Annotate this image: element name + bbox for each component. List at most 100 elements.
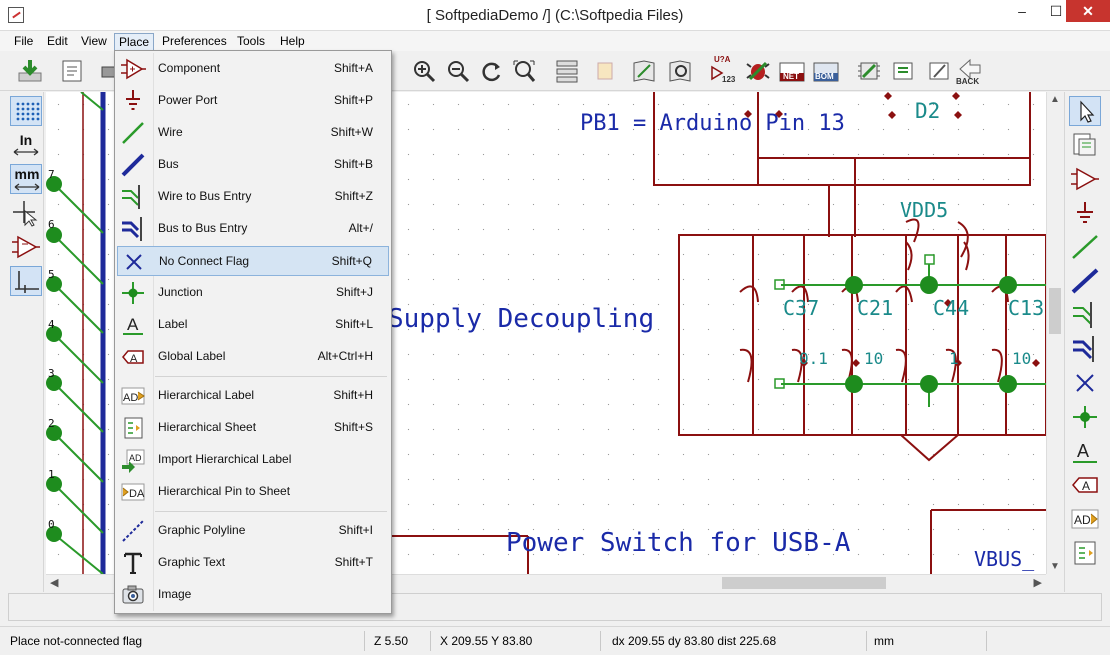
title-bar: [ SoftpediaDemo /] (C:\Softpedia Files) … — [0, 0, 1110, 31]
c37-reference[interactable]: C37 — [783, 296, 820, 320]
menu-item-global-label[interactable]: A Global Label Alt+Ctrl+H — [117, 342, 389, 372]
grid-toggle-icon[interactable] — [10, 96, 42, 126]
zoom-in-icon[interactable] — [410, 57, 438, 85]
hierarchy-push-icon[interactable] — [1069, 130, 1101, 160]
cursor-shape-icon[interactable] — [10, 198, 42, 228]
svg-text:DA: DA — [129, 488, 145, 500]
annotate-icon[interactable]: U?A 123 — [711, 55, 736, 84]
page-settings-icon[interactable] — [58, 57, 86, 85]
c13-reference[interactable]: C13 — [1008, 296, 1045, 320]
menu-tools[interactable]: Tools — [237, 34, 266, 48]
place-wire-bus-entry-icon[interactable] — [1069, 300, 1101, 330]
scroll-right-icon[interactable]: ▶ — [1033, 577, 1042, 589]
hierarchy-navigator-icon[interactable] — [553, 57, 581, 85]
scroll-up-icon[interactable]: ▲ — [1050, 94, 1060, 105]
vertical-scrollbar[interactable]: ▲ ▼ — [1046, 92, 1063, 574]
menu-item-wire-to-bus-entry[interactable]: Wire to Bus Entry Shift+Z — [117, 182, 389, 212]
junction-icon — [120, 280, 146, 306]
menu-item-no-connect-flag[interactable]: No Connect Flag Shift+Q — [117, 246, 389, 276]
load-schematic-icon[interactable] — [16, 57, 44, 85]
menu-item-hierarchical-label[interactable]: AD Hierarchical Label Shift+H — [117, 381, 389, 411]
zoom-out-icon[interactable] — [444, 57, 472, 85]
horizontal-scroll-thumb[interactable] — [722, 577, 886, 589]
place-global-label-icon[interactable]: A — [1069, 470, 1101, 500]
power-switch-title[interactable]: Power Switch for USB-A — [506, 528, 851, 558]
menu-item-shortcut: Shift+B — [333, 157, 373, 171]
place-hier-label-icon[interactable]: AD — [1069, 504, 1101, 534]
back-icon[interactable]: BACK — [956, 57, 984, 86]
status-separator — [430, 631, 431, 651]
menu-item-junction[interactable]: Junction Shift+J — [117, 278, 389, 308]
menu-item-bus[interactable]: Bus Shift+B — [117, 150, 389, 180]
menu-place[interactable]: Place — [114, 33, 155, 51]
menu-item-import-hierarchical-label[interactable]: AD Import Hierarchical Label — [117, 445, 389, 475]
menu-item-wire[interactable]: Wire Shift+W — [117, 118, 389, 148]
menu-item-shortcut: Shift+J — [335, 285, 373, 299]
menu-item-bus-to-bus-entry[interactable]: Bus to Bus Entry Alt+/ — [117, 214, 389, 244]
place-bus-icon[interactable] — [1069, 266, 1101, 296]
library-browser-icon[interactable] — [666, 57, 694, 85]
c13-value[interactable]: 10 — [1012, 349, 1032, 368]
menu-item-power-port[interactable]: Power Port Shift+P — [117, 86, 389, 116]
graphic-text-icon — [120, 550, 146, 576]
menu-edit[interactable]: Edit — [47, 34, 68, 48]
zoom-fit-icon[interactable] — [510, 57, 538, 85]
c44-reference[interactable]: C44 — [933, 296, 970, 320]
menu-help[interactable]: Help — [280, 34, 305, 48]
mm-units-button[interactable]: mm — [10, 164, 42, 194]
supply-decoupling-title[interactable]: Supply Decoupling — [388, 304, 655, 334]
vertical-scroll-thumb[interactable] — [1049, 288, 1061, 334]
menu-item-graphic-text[interactable]: Graphic Text Shift+T — [117, 548, 389, 578]
status-separator — [986, 631, 987, 651]
menu-item-shortcut: Alt+Ctrl+H — [317, 349, 373, 363]
scroll-down-icon[interactable]: ▼ — [1050, 561, 1060, 572]
maximize-button[interactable]: ☐ — [1049, 3, 1063, 19]
bom-icon[interactable]: BOM — [812, 57, 840, 85]
erc-icon[interactable] — [744, 57, 772, 85]
place-hier-sheet-icon[interactable] — [1069, 538, 1101, 568]
assign-footprints-icon[interactable] — [855, 57, 883, 85]
vbus-label[interactable]: VBUS_ — [974, 547, 1035, 571]
menu-view[interactable]: View — [81, 34, 107, 48]
menu-item-shortcut: Shift+P — [333, 93, 373, 107]
menu-item-hierarchical-pin-to-sheet[interactable]: DA Hierarchical Pin to Sheet — [117, 477, 389, 507]
place-no-connect-icon[interactable] — [1069, 368, 1101, 398]
close-button[interactable]: ✕ — [1066, 0, 1110, 22]
window-title: [ SoftpediaDemo /] (C:\Softpedia Files) — [426, 7, 684, 24]
place-bus-bus-entry-icon[interactable] — [1069, 334, 1101, 364]
menu-item-label[interactable]: A Label Shift+L — [117, 310, 389, 340]
d2-reference[interactable]: D2 — [915, 99, 941, 123]
place-label-icon[interactable]: A — [1069, 436, 1101, 466]
place-component-icon[interactable] — [1069, 164, 1101, 194]
menu-preferences[interactable]: Preferences — [162, 34, 227, 48]
c21-reference[interactable]: C21 — [857, 296, 894, 320]
menu-item-hierarchical-sheet[interactable]: Hierarchical Sheet Shift+S — [117, 413, 389, 443]
menu-file[interactable]: File — [14, 34, 34, 48]
menu-item-image[interactable]: Image — [117, 580, 389, 610]
menu-item-shortcut: Shift+I — [338, 523, 373, 537]
select-arrow-icon[interactable] — [1069, 96, 1101, 126]
minimize-button[interactable]: – — [1018, 3, 1026, 19]
c37-value[interactable]: 0.1 — [799, 349, 828, 368]
svg-text:A: A — [1082, 479, 1090, 493]
c44-value[interactable]: 1 — [949, 349, 959, 368]
menu-item-graphic-polyline[interactable]: Graphic Polyline Shift+I — [117, 516, 389, 546]
place-wire-icon[interactable] — [1069, 232, 1101, 262]
place-junction-icon[interactable] — [1069, 402, 1101, 432]
vdd5-power-label[interactable]: VDD5 — [900, 198, 949, 222]
place-power-icon[interactable] — [1069, 198, 1101, 228]
scripting-icon[interactable] — [925, 57, 953, 85]
leave-sheet-icon[interactable] — [590, 57, 618, 85]
orthogonal-wire-icon[interactable] — [10, 266, 42, 296]
redraw-icon[interactable] — [478, 57, 506, 85]
status-message: Place not-connected flag — [10, 634, 143, 648]
library-editor-icon[interactable] — [630, 57, 658, 85]
netlist-icon[interactable]: NET — [778, 57, 806, 85]
scroll-left-icon[interactable]: ◀ — [50, 577, 59, 589]
c21-value[interactable]: 10 — [864, 349, 884, 368]
inch-units-button[interactable]: In — [10, 130, 42, 160]
pb1-label[interactable]: PB1 = Arduino Pin 13 — [580, 111, 845, 136]
hidden-pins-icon[interactable] — [10, 232, 42, 262]
pcbnew-icon[interactable] — [889, 57, 917, 85]
menu-item-component[interactable]: Component Shift+A — [117, 54, 389, 84]
